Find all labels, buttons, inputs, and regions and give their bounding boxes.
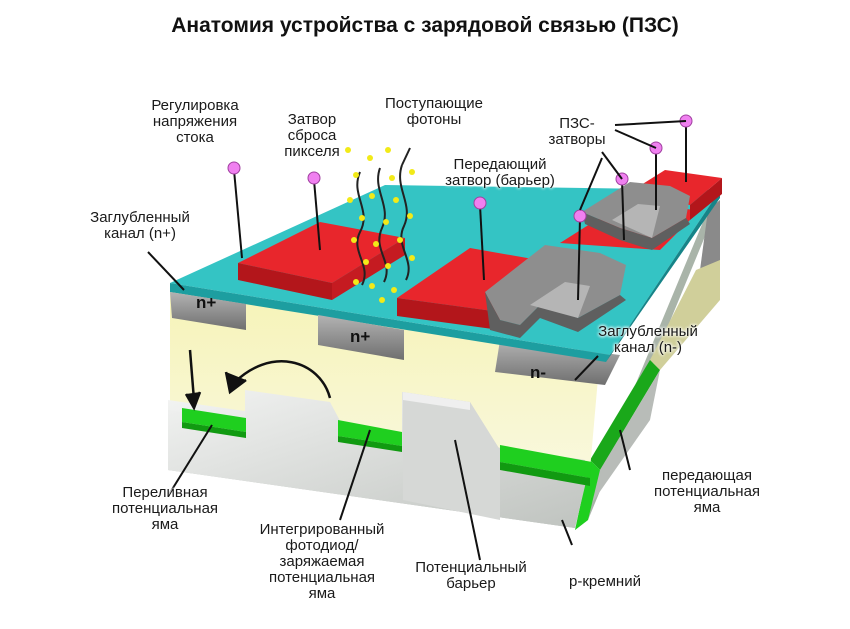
n-minus-label: n-	[530, 363, 546, 382]
photon-stream	[345, 147, 415, 303]
ccd-gate-grey-2	[582, 182, 690, 250]
buried-channel-n-plus-left	[170, 292, 246, 330]
n-plus-center-label: n+	[350, 327, 370, 346]
n-plus-left-label: n+	[196, 293, 216, 312]
label-p-silicon: p-кремний	[569, 573, 641, 590]
block-right-side	[575, 200, 720, 530]
page-title: Анатомия устройства с зарядовой связью (…	[171, 14, 679, 37]
potential-wells	[182, 408, 592, 486]
contact-pins	[233, 122, 687, 301]
potential-barrier-block	[403, 392, 500, 520]
overflow-arrows	[184, 349, 332, 411]
reset-gate	[238, 222, 405, 300]
leader-lines	[147, 120, 687, 561]
ccd-gate-grey-1	[485, 245, 626, 338]
label-ccd-gates: ПЗС-затворы	[548, 115, 606, 148]
buried-channel-n-plus-center	[318, 315, 404, 360]
